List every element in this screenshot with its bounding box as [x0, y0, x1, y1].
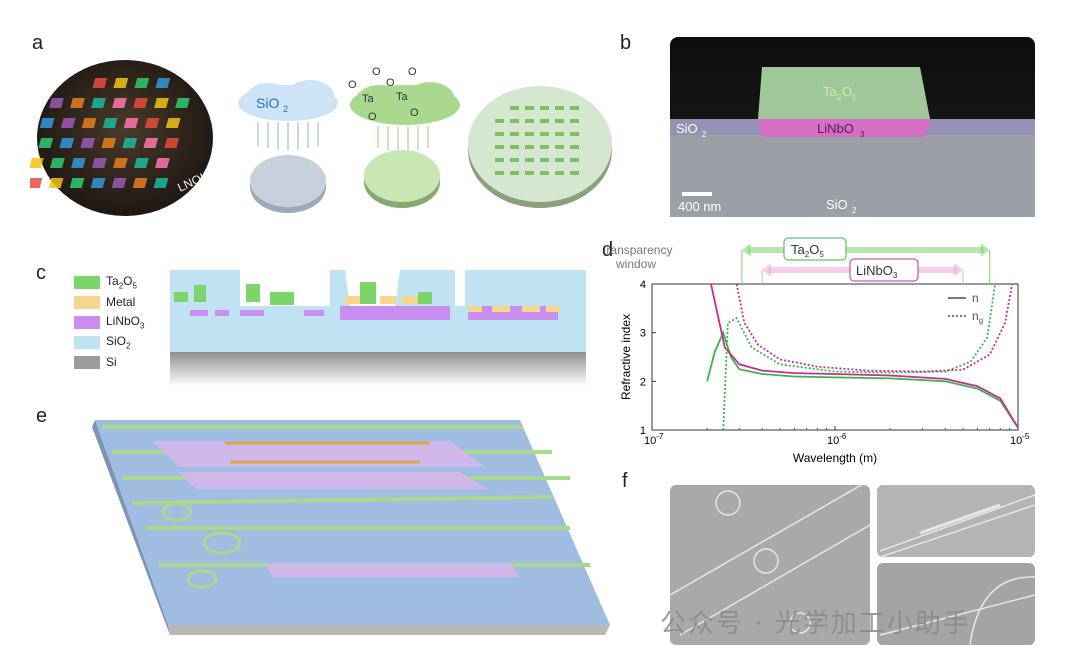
x-tick-label: 10-7 [644, 432, 664, 447]
svg-text:Ta: Ta [362, 93, 375, 105]
svg-text:O: O [842, 84, 852, 99]
svg-text:5: 5 [852, 93, 857, 102]
ta2o5-window-arrow-left [741, 243, 751, 257]
svg-text:SiO: SiO [256, 95, 279, 111]
lnoi-wafer-photo: LNOI [30, 60, 213, 216]
legend-label: Si [106, 355, 117, 369]
legend-label: LiNbO3 [106, 313, 145, 331]
ta2o5-window-arrow-right [980, 243, 990, 257]
svg-text:LiNbO: LiNbO [817, 121, 854, 136]
svg-text:O: O [410, 107, 419, 119]
legend-label: SiO2 [106, 333, 131, 351]
panel-e-3d-device-layout [92, 420, 610, 635]
sio2-deposition-cloud: SiO 2 [238, 80, 338, 213]
legend-label-ng: ng [972, 309, 983, 325]
legend-item: Si [74, 352, 174, 372]
ta2o5-window-label: Ta2O5 [791, 242, 824, 259]
linbo3-window-label: LiNbO3 [856, 263, 898, 280]
panel-label-a: a [32, 32, 44, 54]
svg-text:O: O [386, 77, 395, 89]
legend-item: SiO2 [74, 332, 174, 352]
legend-swatch [74, 295, 100, 309]
legend-swatch [74, 335, 100, 349]
svg-text:O: O [348, 79, 357, 91]
panel-label-e: e [36, 405, 48, 427]
panel-label-f: f [622, 470, 628, 492]
y-tick-label: 1 [640, 425, 646, 437]
scale-bar [682, 192, 712, 196]
svg-text:2: 2 [837, 93, 842, 102]
legend-item: Metal [74, 292, 174, 312]
panel-label-c: c [36, 262, 46, 284]
legend-swatch [74, 275, 100, 289]
x-axis-label: Wavelength (m) [793, 451, 877, 465]
legend-swatch [74, 315, 100, 329]
ta2o5-deposition-cloud: O Ta O O Ta O O O [348, 66, 460, 208]
svg-text:Ta: Ta [823, 84, 838, 99]
panel-b-sem-cross-section: Ta 2 O 5 LiNbO 3 SiO 2 SiO 2 400 nm [670, 37, 1035, 217]
svg-text:2: 2 [852, 206, 857, 215]
legend-label: Ta2O5 [106, 273, 137, 291]
linbo3-window-arrow-left [762, 263, 772, 277]
panel-a-fabrication-steps: LNOI SiO 2 O Ta O O Ta O O O [30, 60, 612, 216]
x-tick-label: 10-6 [827, 432, 847, 447]
legend-swatch [74, 355, 100, 369]
series-line [722, 283, 996, 431]
svg-text:O: O [368, 111, 377, 123]
transparency-label-2: window [615, 257, 656, 271]
ta2o5-window-box [783, 237, 847, 261]
svg-text:3: 3 [860, 130, 865, 139]
y-tick-label: 4 [640, 279, 646, 291]
linbo3-window-box [849, 258, 919, 282]
scale-bar-label: 400 nm [678, 199, 721, 214]
legend-item: Ta2O5 [74, 272, 174, 292]
svg-text:SiO: SiO [826, 197, 848, 212]
patterned-wafer [468, 86, 612, 208]
transparency-label: Transparency [604, 243, 672, 257]
y-tick-label: 3 [640, 328, 646, 340]
panel-label-d: d [602, 239, 614, 261]
panel-label-b: b [620, 32, 632, 54]
series-line [710, 283, 1019, 429]
svg-text:2: 2 [283, 104, 288, 114]
watermark-text: 公众号 · 光学加工小助手 [660, 609, 971, 639]
x-tick-label: 10-5 [1010, 432, 1030, 447]
legend-label-n: n [972, 291, 979, 305]
linbo3-window-arrow-right [953, 263, 963, 277]
svg-text:O: O [408, 66, 417, 78]
svg-text:SiO: SiO [676, 121, 698, 136]
series-line [706, 330, 1019, 429]
svg-text:2: 2 [702, 130, 707, 139]
panel-c-layer-stack [170, 270, 586, 386]
svg-text:O: O [372, 66, 381, 78]
legend-item: LiNbO3 [74, 312, 174, 332]
y-tick-label: 2 [640, 376, 646, 388]
plot-frame [651, 283, 1019, 431]
y-axis-label: Refractive index [619, 314, 633, 400]
series-line [735, 283, 1014, 373]
svg-text:Ta: Ta [396, 91, 409, 103]
panel-f-sem-images [670, 485, 1035, 645]
legend-label: Metal [106, 295, 136, 309]
